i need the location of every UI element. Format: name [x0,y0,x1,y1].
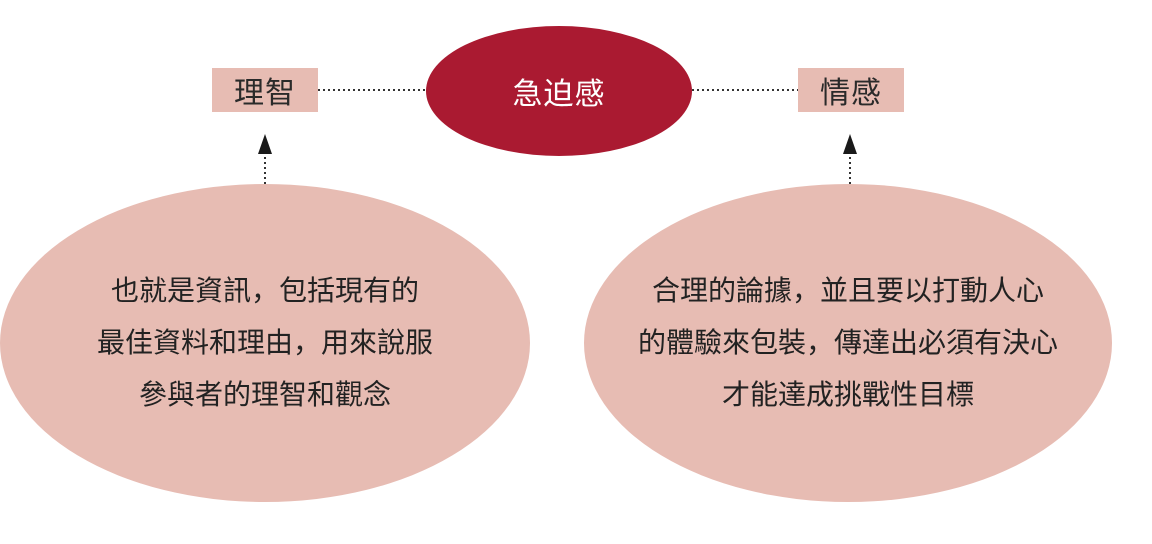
arrow-right-head [843,134,857,154]
right-node-emotion: 情感 [798,68,904,112]
right-description-line: 才能達成挑戰性目標 [721,378,974,411]
right-description-bubble: 合理的論據，並且要以打動人心 的體驗來包裝，傳達出必須有決心 才能達成挑戰性目標 [584,184,1112,502]
right-node-label: 情感 [820,76,882,111]
right-description-line: 合理的論據，並且要以打動人心 [651,274,1044,307]
left-description-line: 也就是資訊，包括現有的 [110,274,419,307]
left-node-reason: 理智 [212,68,318,112]
arrow-left-head [258,134,272,154]
left-node-label: 理智 [234,76,296,111]
right-description-line: 的體驗來包裝，傳達出必須有決心 [637,326,1058,359]
left-description-bubble: 也就是資訊，包括現有的 最佳資料和理由，用來說服 參與者的理智和觀念 [0,184,530,502]
center-node-urgency: 急迫感 [426,26,692,156]
left-description-line: 最佳資料和理由，用來說服 [96,326,433,359]
center-node-label: 急迫感 [512,77,606,112]
left-description-line: 參與者的理智和觀念 [138,378,391,411]
